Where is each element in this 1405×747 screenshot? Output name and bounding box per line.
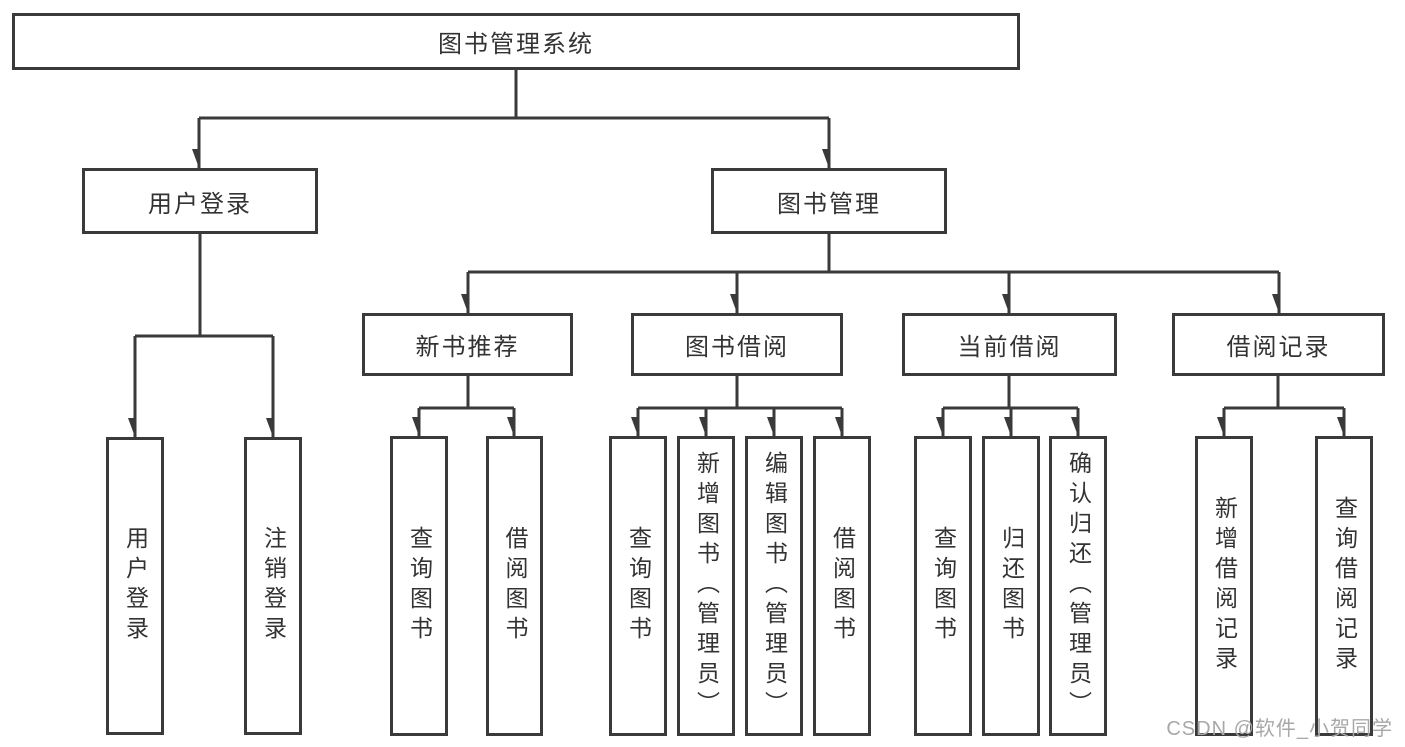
leaf-borrow-book: 借阅图书: [486, 436, 543, 736]
node-label: 图书管理: [777, 190, 881, 218]
node-label: 图书借阅: [685, 334, 789, 361]
node-label: 借阅图书: [502, 526, 528, 646]
node-label: 借阅图书: [829, 526, 856, 646]
node-borrowing-records: 借阅记录: [1172, 313, 1385, 376]
node-book-borrowing: 图书借阅: [631, 313, 843, 376]
node-label: 新增图书（管理员）: [693, 451, 720, 721]
node-label: 查询借阅记录: [1331, 496, 1358, 676]
node-label: 图书管理系统: [438, 31, 594, 58]
arrow-connectors: [135, 118, 1346, 437]
node-label: 用户登录: [122, 526, 149, 646]
node-label: 注销登录: [260, 526, 287, 646]
leaf-confirm-return-admin: 确认归还（管理员）: [1049, 436, 1107, 736]
node-book-management: 图书管理: [711, 168, 947, 234]
node-label: 查询图书: [406, 526, 433, 646]
node-new-book-recommend: 新书推荐: [362, 313, 573, 376]
leaf-borrow-book: 借阅图书: [813, 436, 871, 736]
leaf-query-book: 查询图书: [390, 436, 448, 736]
leaf-query-book: 查询图书: [914, 436, 972, 736]
csdn-watermark: CSDN @软件_小贺同学: [1166, 718, 1393, 740]
node-label: 查询图书: [930, 526, 957, 646]
leaf-user-login: 用户登录: [106, 437, 164, 735]
node-current-borrowing: 当前借阅: [902, 313, 1117, 376]
node-label: 归还图书: [998, 526, 1025, 646]
leaf-logout: 注销登录: [244, 437, 302, 735]
node-label: 用户登录: [148, 190, 252, 218]
node-library-system: 图书管理系统: [12, 13, 1020, 70]
node-label: 确认归还（管理员）: [1065, 451, 1092, 721]
leaf-query-book: 查询图书: [609, 436, 667, 736]
leaf-edit-book-admin: 编辑图书（管理员）: [745, 436, 803, 736]
node-user-login: 用户登录: [82, 168, 318, 234]
leaf-query-borrow-record: 查询借阅记录: [1315, 436, 1373, 736]
node-label: 新增借阅记录: [1211, 496, 1238, 676]
node-label: 编辑图书（管理员）: [761, 451, 788, 721]
leaf-add-borrow-record: 新增借阅记录: [1195, 436, 1253, 736]
leaf-return-book: 归还图书: [982, 436, 1040, 736]
node-label: 新书推荐: [415, 334, 520, 361]
node-label: 借阅记录: [1226, 334, 1331, 361]
node-label: 当前借阅: [957, 334, 1062, 361]
leaf-add-book-admin: 新增图书（管理员）: [677, 436, 735, 736]
connector-lines: [135, 70, 1344, 410]
node-label: 查询图书: [625, 526, 652, 646]
